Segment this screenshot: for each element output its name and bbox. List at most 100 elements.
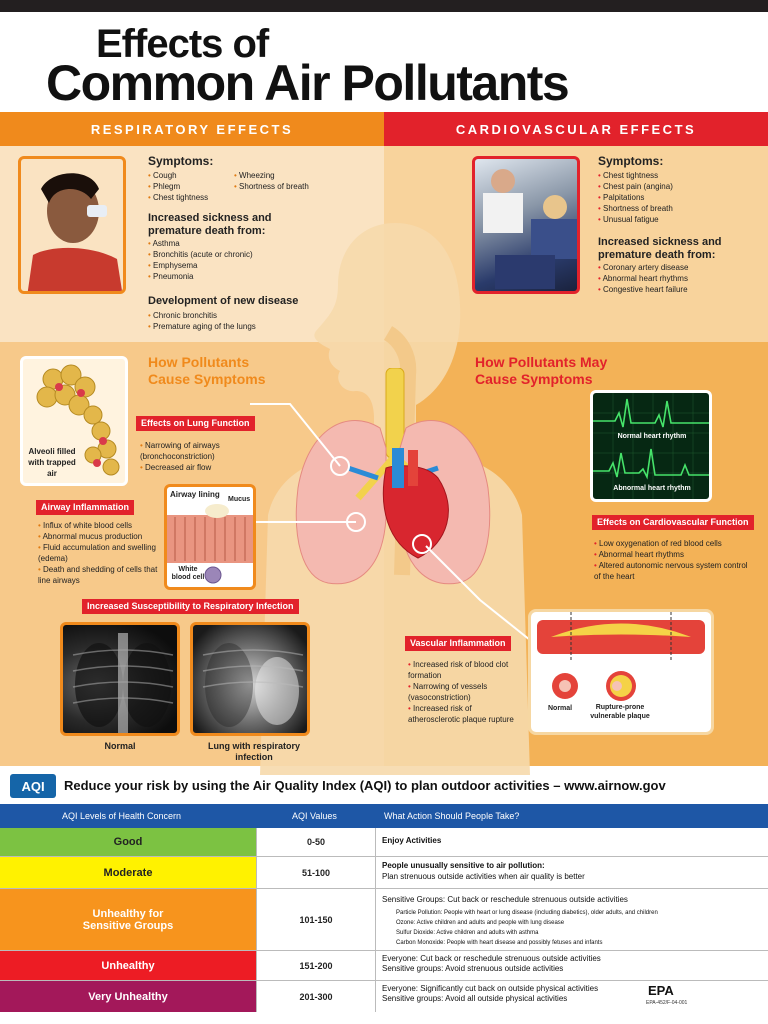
airway-inflammation-tag: Airway Inflammation [36, 500, 135, 515]
level-unhealthy: Unhealthy [0, 951, 256, 980]
resp-symptoms-col2: Wheezing Shortness of breath [234, 170, 309, 192]
detail-item: Sulfur Dioxide: Active children and adul… [396, 930, 539, 936]
mucus-label: Mucus [228, 496, 251, 503]
xray-normal [60, 622, 180, 736]
detail-item: Particle Pollution: People with heart or… [396, 910, 658, 916]
infection-tag: Increased Susceptibility to Respiratory … [82, 599, 299, 614]
table-row: Unhealthy for Sensitive Groups 101-150 S… [0, 889, 768, 951]
level-usg: Unhealthy for Sensitive Groups [0, 889, 256, 950]
aqi-value: 101-150 [256, 889, 376, 950]
list-item: Shortness of breath [234, 181, 309, 192]
vascular-list: Increased risk of blood clot formation N… [408, 659, 518, 725]
list-item: Low oxygenation of red blood cells [594, 538, 754, 549]
list-item: Bronchitis (acute or chronic) [148, 249, 253, 260]
abnormal-rhythm-label: Abnormal heart rhythm [613, 485, 691, 492]
action-text-2: Sensitive groups: Avoid strenuous outsid… [382, 964, 564, 973]
list-item: Shortness of breath [598, 203, 673, 214]
list-item: Chest tightness [598, 170, 673, 181]
cardio-function-tag: Effects on Cardiovascular Function [592, 515, 754, 530]
level-moderate: Moderate [0, 857, 256, 888]
list-item: Narrowing of airways (bronchoconstrictio… [140, 440, 260, 462]
resp-sickness-title: Increased sickness and premature death f… [148, 212, 272, 237]
action-text: Enjoy Activities [382, 836, 442, 845]
list-item: Death and shedding of cells that line ai… [38, 564, 158, 586]
list-item: Wheezing [234, 170, 309, 181]
col-levels: AQI Levels of Health Concern [62, 811, 182, 821]
list-item: Fluid accumulation and swelling (edema) [38, 542, 158, 564]
aqi-banner: Reduce your risk by using the Air Qualit… [64, 778, 666, 793]
lung-function-list: Narrowing of airways (bronchoconstrictio… [140, 440, 260, 473]
list-item: Increased risk of blood clot formation [408, 659, 518, 681]
list-item: Chest tightness [148, 192, 208, 203]
lung-function-tag: Effects on Lung Function [136, 416, 255, 431]
action-text: Everyone: Cut back or reschedule strenuo… [382, 954, 601, 963]
top-bar [0, 0, 768, 12]
list-item: Cough [148, 170, 208, 181]
list-item: Unusual fatigue [598, 214, 673, 225]
table-row: Very Unhealthy 201-300 Everyone: Signifi… [0, 981, 768, 1012]
epa-logo: EPA [648, 983, 674, 998]
cardio-sickness-title: Increased sickness and premature death f… [598, 236, 722, 261]
level-good: Good [0, 828, 256, 856]
respiratory-header: RESPIRATORY EFFECTS [0, 112, 384, 146]
list-item: Coronary artery disease [598, 262, 688, 273]
action-text-2: Plan strenuous outside activities when a… [382, 872, 585, 881]
table-row: Moderate 51-100 People unusually sensiti… [0, 857, 768, 889]
list-item: Asthma [148, 238, 253, 249]
xray-infection [190, 622, 310, 736]
cardio-function-list: Low oxygenation of red blood cells Abnor… [594, 538, 754, 582]
resp-sickness-list: Asthma Bronchitis (acute or chronic) Emp… [148, 238, 253, 282]
airway-lining-illustration [164, 484, 256, 590]
level-very-unhealthy: Very Unhealthy [0, 981, 256, 1012]
action-text: Everyone: Significantly cut back on outs… [382, 984, 599, 993]
airway-lining-label: Airway lining [170, 490, 220, 499]
title-line2: Common Air Pollutants [46, 55, 570, 111]
list-item: Palpitations [598, 192, 673, 203]
cardio-sickness-list: Coronary artery disease Abnormal heart r… [598, 262, 689, 295]
vessel-illustration [528, 609, 714, 735]
action-details: Particle Pollution: People with heart or… [396, 908, 658, 948]
xray-infection-caption: Lung with respiratory infection [207, 741, 300, 762]
col-values: AQI Values [292, 811, 337, 821]
resp-symptoms-title: Symptoms: [148, 154, 214, 168]
action-text-2: Sensitive groups: Avoid all outside phys… [382, 994, 568, 1003]
list-item: Altered autonomic nervous system control… [594, 560, 754, 582]
alveoli-illustration [20, 356, 128, 486]
lungs-heart-illustration [295, 368, 491, 585]
ecg-monitor [590, 390, 712, 502]
table-row: Unhealthy 151-200 Everyone: Cut back or … [0, 951, 768, 981]
list-item: Chronic bronchitis [148, 310, 256, 321]
list-item: Emphysema [148, 260, 253, 271]
list-item: Congestive heart failure [598, 284, 688, 295]
cardio-symptoms-list: Chest tightness Chest pain (angina) Palp… [598, 170, 673, 225]
vascular-tag: Vascular Inflammation [405, 636, 511, 651]
resp-symptoms-col1: Cough Phlegm Chest tightness [148, 170, 208, 203]
list-item: Decreased air flow [140, 462, 260, 473]
aqi-value: 201-300 [256, 981, 376, 1012]
list-item: Influx of white blood cells [38, 520, 158, 531]
list-item: Phlegm [148, 181, 208, 192]
normal-rhythm-label: Normal heart rhythm [617, 433, 687, 440]
paramedics-photo [472, 156, 580, 294]
list-item: Narrowing of vessels (vasoconstriction) [408, 681, 518, 703]
wbc-label: White blood cell [171, 566, 205, 581]
list-item: Premature aging of the lungs [148, 321, 256, 332]
vessel-normal-label: Normal [548, 705, 573, 712]
cardio-how-title: How Pollutants May Cause Symptoms [475, 354, 608, 387]
detail-item: Ozone: Active children and adults and pe… [396, 920, 565, 926]
action-text: People unusually sensitive to air pollut… [382, 861, 545, 870]
resp-disease-title: Development of new disease [148, 295, 299, 307]
list-item: Pneumonia [148, 271, 253, 282]
list-item: Abnormal heart rhythms [598, 273, 688, 284]
connector-lines [250, 403, 531, 641]
list-item: Abnormal heart rhythms [594, 549, 754, 560]
list-item: Increased risk of atherosclerotic plaque… [408, 703, 518, 725]
vessel-plaque-label: Rupture-prone vulnerable plaque [590, 704, 650, 720]
action-text: Sensitive Groups: Cut back or reschedule… [382, 895, 628, 904]
aqi-value: 51-100 [256, 857, 376, 888]
aqi-value: 0-50 [256, 828, 376, 856]
airway-inflammation-list: Influx of white blood cells Abnormal muc… [38, 520, 158, 586]
aqi-logo: AQI [10, 774, 56, 798]
table-row: Good 0-50 Enjoy Activities [0, 828, 768, 857]
col-action: What Action Should People Take? [384, 811, 520, 821]
